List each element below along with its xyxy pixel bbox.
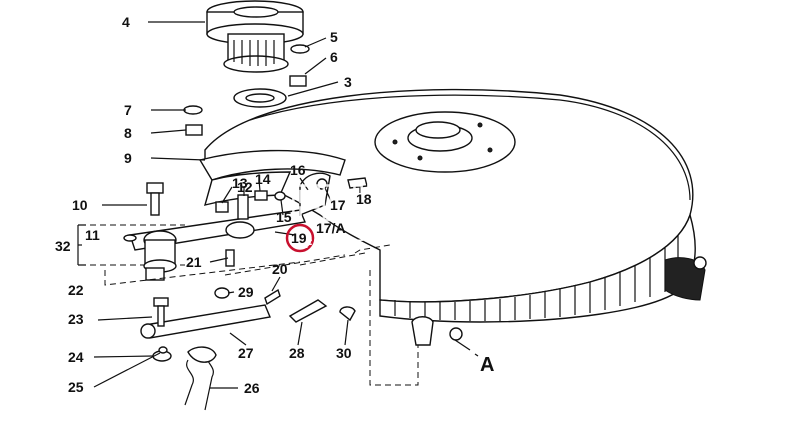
upper-shaft-assembly	[90, 172, 366, 286]
label-part-12: 12	[237, 179, 253, 195]
disc-housing	[198, 88, 707, 323]
label-part-17a: 17/A	[316, 220, 346, 236]
label-part-24: 24	[68, 349, 84, 365]
label-part-30: 30	[336, 345, 352, 361]
highlight-circle-19	[285, 223, 315, 253]
label-part-10: 10	[72, 197, 88, 213]
label-part-16: 16	[290, 162, 306, 178]
part-number-labels: 4 5 6 3 7 8 9 10 12 13 13 14 15 16 18 17…	[55, 14, 494, 396]
guide-line-a	[369, 270, 419, 386]
label-part-23: 23	[68, 311, 84, 327]
label-part-29: 29	[238, 284, 254, 300]
label-part-9: 9	[124, 150, 132, 166]
label-part-8: 8	[124, 125, 132, 141]
brand-watermark: FLINT.	[290, 175, 440, 231]
label-part-22: 22	[68, 282, 84, 298]
label-part-11: 11	[85, 227, 100, 243]
label-part-18: 18	[356, 191, 372, 207]
label-part-4: 4	[122, 14, 130, 30]
guide-line-b	[354, 244, 391, 254]
label-part-5: 5	[330, 29, 338, 45]
label-part-28: 28	[289, 345, 305, 361]
label-part-21: 21	[186, 254, 202, 270]
label-part-3: 3	[344, 74, 352, 90]
leader-lines	[77, 21, 361, 389]
bearing-assembly	[183, 0, 368, 189]
brand-watermark-sub: FLINT.EE	[305, 237, 365, 251]
label-part-20: 20	[272, 261, 288, 277]
label-part-26: 26	[244, 380, 260, 396]
label-part-32: 32	[55, 238, 71, 254]
label-part-25: 25	[68, 379, 84, 395]
label-part-14: 14	[255, 171, 271, 187]
label-part-19: 19	[291, 230, 307, 246]
label-part-6: 6	[330, 49, 338, 65]
label-part-13-visible: 13	[232, 175, 248, 191]
lower-shaft-assembly	[140, 287, 479, 411]
label-part-17: 17	[330, 197, 346, 213]
label-part-15: 15	[276, 209, 292, 225]
label-part-7: 7	[124, 102, 132, 118]
label-view-a: A	[480, 354, 494, 376]
label-part-27: 27	[238, 345, 254, 361]
